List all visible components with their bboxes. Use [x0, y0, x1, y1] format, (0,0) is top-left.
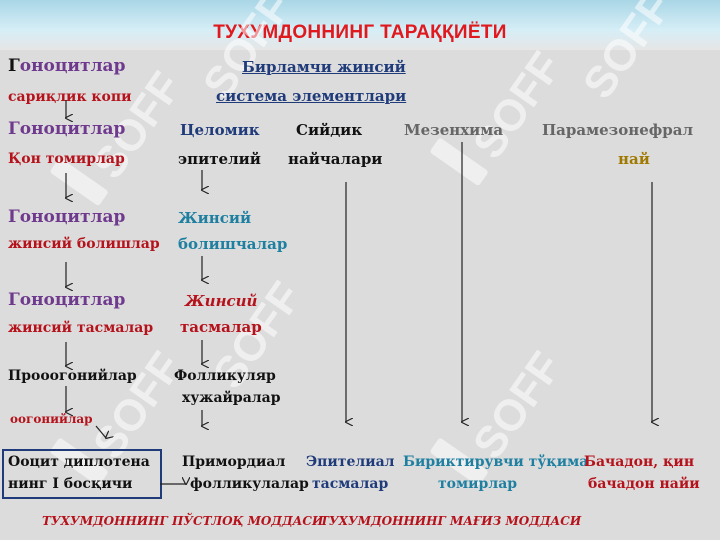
sex-bands-label: жинсий тасмалар	[8, 320, 154, 336]
sex-cords-label: жинсий болишлар	[8, 236, 160, 252]
sex-label-4: Жинсий	[185, 292, 258, 310]
gonocytes-label-1: Гоноцитлар	[8, 56, 125, 76]
coelomic-label: Целомик	[180, 121, 260, 139]
stage-one-label: нинг I босқичи	[8, 476, 133, 492]
cells-label: хужайралар	[182, 390, 281, 406]
blood-vessels-label: Қон томирлар	[8, 151, 125, 167]
sex-label-3: Жинсий	[178, 209, 252, 227]
urinary-label: Сийдик	[296, 121, 363, 139]
yolk-sac-label: сариқлик копи	[8, 89, 132, 105]
system-elements-label: система элементлари	[216, 87, 407, 105]
connective-tissue-label: Бириктирувчи тўқима	[403, 454, 589, 470]
tubules-label: найчалари	[288, 150, 383, 168]
epithelium-label: эпителий	[178, 150, 261, 168]
gonocytes-label-1-first: Г	[8, 56, 20, 76]
cordlets-label: болишчалар	[178, 235, 288, 253]
paramesonephric-label: Парамезонефрал	[542, 121, 694, 139]
uterine-tube-label: бачадон найи	[588, 476, 700, 492]
duct-label: най	[618, 150, 650, 168]
prooogonia-label: Прооогонийлар	[8, 368, 137, 384]
cortex-footer-label: ТУХУМДОННИНГ ПЎСТЛОҚ МОДДАСИ	[42, 514, 324, 528]
epithelial-label: Эпителиал	[306, 454, 395, 470]
oocyte-box	[2, 449, 162, 499]
strands-label: тасмалар	[312, 476, 389, 492]
diagram-panel	[0, 50, 720, 540]
vessels-label: томирлар	[438, 476, 518, 492]
gonocytes-label-4: Гоноцитлар	[8, 290, 126, 310]
gonocytes-label-2: Гоноцитлар	[8, 119, 126, 139]
primary-sex-label: Бирламчи жинсий	[242, 58, 406, 76]
follicles-label: фолликулалар	[190, 476, 309, 492]
follicular-label: Фолликуляр	[174, 368, 276, 384]
arrow-oogonia-oocyte	[95, 425, 106, 438]
oocyte-diplotene-label: Ооцит диплотена	[8, 454, 150, 470]
header-band	[0, 0, 720, 50]
gonocytes-label-3: Гоноцитлар	[8, 207, 126, 227]
mesenchyme-label: Мезенхима	[404, 121, 504, 139]
primordial-label: Примордиал	[182, 454, 286, 470]
medulla-footer-label: ТУХУМДОННИНГ МАҒИЗ МОДДАСИ	[320, 514, 582, 528]
bands-label: тасмалар	[180, 318, 262, 336]
uterus-vagina-label: Бачадон, қин	[584, 454, 695, 470]
page-title: ТУХУМДОННИНГ ТАРАҚҚИЁТИ	[213, 22, 507, 43]
gonocytes-label-1-rest: оноцитлар	[19, 56, 126, 76]
